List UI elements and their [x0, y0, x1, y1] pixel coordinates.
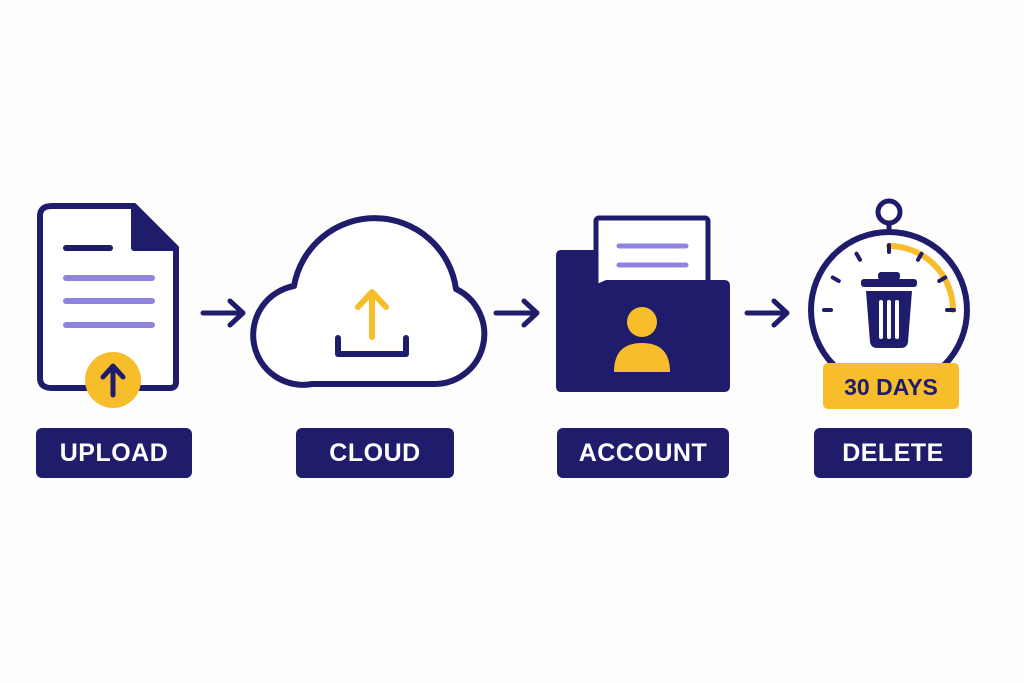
retention-badge: 30 DAYS	[823, 363, 959, 409]
stopwatch-tick	[916, 251, 924, 262]
retention-badge-text: 30 DAYS	[844, 374, 938, 400]
stopwatch-tick	[854, 251, 862, 262]
user-avatar-icon	[614, 307, 670, 372]
stopwatch-ticks	[822, 243, 956, 312]
step-label-account: ACCOUNT	[557, 428, 729, 478]
step-label-delete: DELETE	[814, 428, 972, 478]
trash-can-icon	[861, 272, 917, 348]
arrow-right-icon	[493, 298, 540, 328]
stopwatch-trash-icon: 30 DAYS	[808, 198, 970, 409]
arrow-right-icon	[200, 298, 246, 328]
arrow-right-icon	[744, 298, 790, 328]
upload-badge-icon	[85, 352, 141, 408]
step-label-upload: UPLOAD	[36, 428, 192, 478]
step-label-cloud: CLOUD	[296, 428, 454, 478]
stopwatch-tick	[937, 275, 948, 283]
account-folder-icon	[556, 215, 730, 392]
cloud-upload-icon	[250, 215, 488, 388]
document-upload-icon	[37, 203, 179, 408]
stopwatch-tick	[830, 275, 841, 283]
